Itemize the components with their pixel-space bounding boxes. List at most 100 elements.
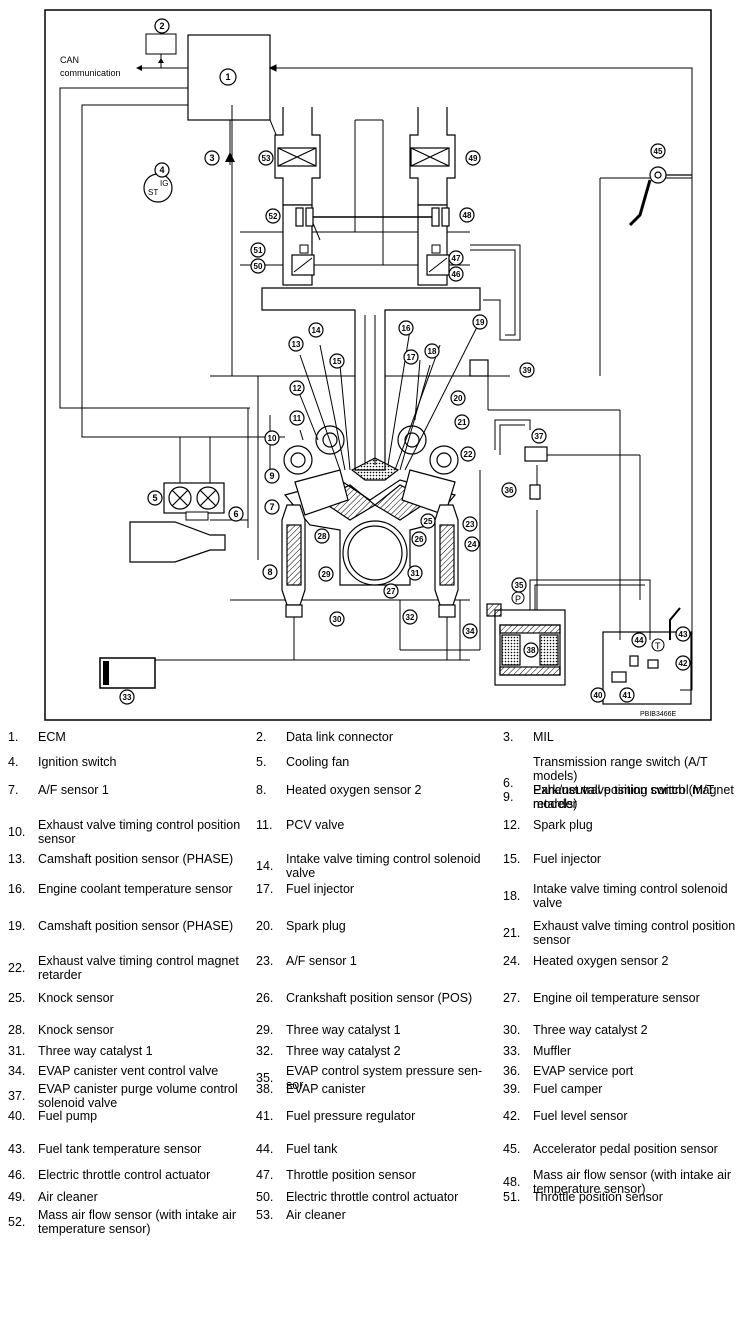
legend-label: Fuel tank <box>286 1142 338 1156</box>
svg-text:46: 46 <box>452 270 461 279</box>
legend-label: Mass air flow sensor (with intake air te… <box>38 1208 236 1236</box>
legend-label: Air cleaner <box>38 1190 98 1204</box>
pressure-symbol: P <box>515 594 521 604</box>
legend-label: Electric throttle control actuator <box>286 1190 459 1204</box>
callout-6: 6 <box>228 506 244 522</box>
mil-lamp <box>225 152 235 162</box>
legend-label: Data link connector <box>286 730 394 744</box>
callout-13: 13 <box>288 336 304 352</box>
svg-text:3: 3 <box>209 153 214 163</box>
svg-text:9: 9 <box>269 471 274 481</box>
callout-4: 4 <box>154 162 170 178</box>
legend-label: Spark plug <box>286 919 346 933</box>
legend-number: 24. <box>503 954 521 968</box>
callout-40: 40 <box>590 687 606 703</box>
legend-number: 22. <box>8 961 26 975</box>
legend-number: 4. <box>8 755 19 769</box>
legend-label: Fuel pump <box>38 1109 98 1123</box>
legend-label: EVAP canister <box>286 1082 366 1096</box>
callout-26: 26 <box>411 531 427 547</box>
legend-number: 12. <box>503 818 521 832</box>
legend-label: Exhaust valve timing control magnet reta… <box>38 954 239 982</box>
legend-number: 46. <box>8 1168 26 1182</box>
evap-purge-lines <box>470 244 651 640</box>
callout-19: 19 <box>472 314 488 330</box>
svg-text:31: 31 <box>411 569 420 578</box>
legend-label: Fuel tank temperature sensor <box>38 1142 202 1156</box>
callout-33: 33 <box>119 689 135 705</box>
svg-text:32: 32 <box>406 613 415 622</box>
callout-3: 3 <box>204 150 220 166</box>
svg-text:23: 23 <box>466 520 475 529</box>
legend-label: A/F sensor 1 <box>286 954 357 968</box>
maf-sensors <box>295 207 450 227</box>
legend-label: Camshaft position sensor (PHASE) <box>38 852 234 866</box>
svg-text:30: 30 <box>333 615 342 624</box>
legend-number: 39. <box>503 1082 521 1096</box>
svg-text:20: 20 <box>454 394 463 403</box>
legend-label: Throttle position sensor <box>286 1168 416 1182</box>
legend-label: Knock sensor <box>38 1023 114 1037</box>
catalyst-left <box>281 504 306 618</box>
legend-number: 15. <box>503 852 521 866</box>
svg-text:7: 7 <box>269 502 274 512</box>
legend-number: 31. <box>8 1044 26 1058</box>
svg-text:42: 42 <box>679 659 688 668</box>
legend-number: 2. <box>256 730 267 744</box>
legend-label: Throttle position sensor <box>533 1190 663 1204</box>
legend-label: ECM <box>38 730 66 744</box>
callout-11: 11 <box>289 410 305 426</box>
callout-28: 28 <box>314 528 330 544</box>
svg-text:5: 5 <box>152 493 157 503</box>
callout-14: 14 <box>308 322 324 338</box>
legend-number: 47. <box>256 1168 274 1182</box>
svg-text:36: 36 <box>505 486 514 495</box>
svg-text:27: 27 <box>387 587 396 596</box>
legend-label: Accelerator pedal position sensor <box>533 1142 718 1156</box>
legend-label: Spark plug <box>533 818 593 832</box>
svg-text:26: 26 <box>415 535 424 544</box>
svg-text:45: 45 <box>654 147 663 156</box>
ecm-box <box>187 34 271 121</box>
callout-21: 21 <box>454 414 470 430</box>
legend-number: 26. <box>256 991 274 1005</box>
callout-32: 32 <box>402 609 418 625</box>
callout-22: 22 <box>460 446 476 462</box>
callout-41: 41 <box>619 687 635 703</box>
legend-number: 34. <box>8 1064 26 1078</box>
legend-number: 29. <box>256 1023 274 1037</box>
svg-text:1: 1 <box>225 72 230 82</box>
legend-label: Ignition switch <box>38 755 117 769</box>
svg-text:41: 41 <box>623 691 632 700</box>
legend-label: Exhaust valve timing control position se… <box>38 818 241 846</box>
diagram-frame <box>44 9 712 721</box>
callout-15: 15 <box>329 353 345 369</box>
callout-53: 53 <box>258 150 274 166</box>
callout-27: 27 <box>383 583 399 599</box>
svg-text:2: 2 <box>159 21 164 31</box>
legend-number: 33. <box>503 1044 521 1058</box>
legend-number: 13. <box>8 852 26 866</box>
callout-45: 45 <box>650 143 666 159</box>
callout-35: 35 <box>511 577 527 593</box>
legend-label: Fuel level sensor <box>533 1109 628 1123</box>
svg-text:53: 53 <box>262 154 271 163</box>
svg-text:13: 13 <box>292 340 301 349</box>
legend-label: A/F sensor 1 <box>38 783 109 797</box>
legend-label: Heated oxygen sensor 2 <box>533 954 669 968</box>
callout-42: 42 <box>675 655 691 671</box>
legend-number: 36. <box>503 1064 521 1078</box>
legend-number: 32. <box>256 1044 274 1058</box>
svg-text:10: 10 <box>268 434 277 443</box>
legend-number: 51. <box>503 1190 521 1204</box>
legend-number: 44. <box>256 1142 274 1156</box>
svg-text:40: 40 <box>594 691 603 700</box>
svg-text:24: 24 <box>468 540 477 549</box>
legend-number: 17. <box>256 882 274 896</box>
legend-number: 21. <box>503 926 521 940</box>
svg-text:48: 48 <box>463 211 472 220</box>
svg-text:22: 22 <box>464 450 473 459</box>
transmission <box>129 521 226 563</box>
svg-text:6: 6 <box>233 509 238 519</box>
engine-block <box>283 457 457 586</box>
